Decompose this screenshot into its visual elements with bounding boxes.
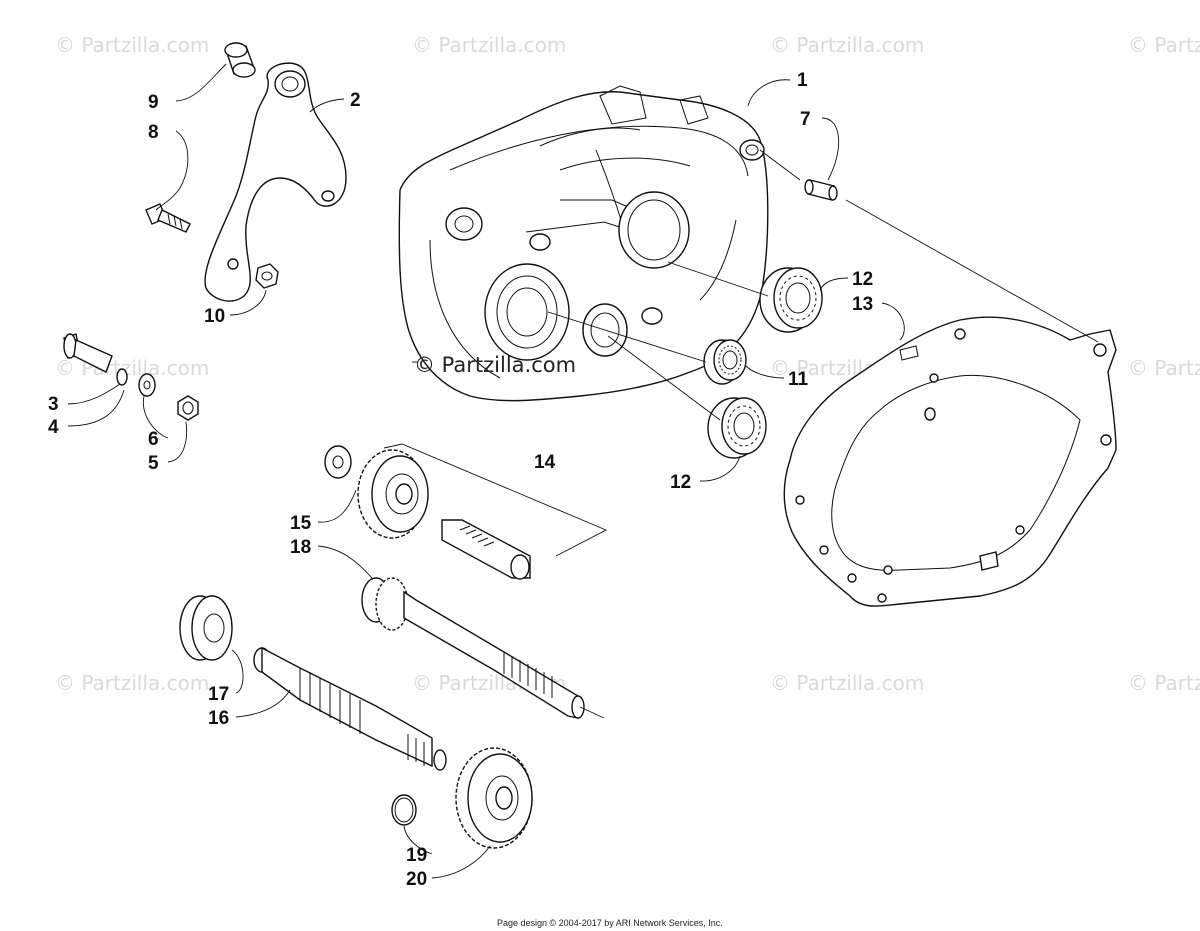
part-19-snap-ring bbox=[391, 794, 417, 826]
part-15-gear bbox=[357, 449, 429, 539]
part-2-arm-bracket bbox=[204, 62, 347, 302]
watermark: © Partzilla.com bbox=[770, 671, 924, 695]
callout-15: 15 bbox=[290, 513, 312, 534]
watermark: © Partzilla.com bbox=[55, 671, 209, 695]
callout-10: 10 bbox=[204, 306, 225, 327]
callout-12-upper: 12 bbox=[852, 269, 873, 290]
watermark: © Partzilla.com bbox=[412, 33, 566, 57]
callout-8: 8 bbox=[148, 122, 159, 143]
part-14-washer bbox=[324, 445, 352, 479]
part-12-bearing-upper bbox=[759, 267, 823, 333]
watermark: © Partzilla.com bbox=[1128, 671, 1200, 695]
part-9-bushing bbox=[224, 42, 256, 78]
part-1-transmission-case bbox=[398, 85, 769, 402]
callout-3: 3 bbox=[48, 394, 59, 415]
callout-7: 7 bbox=[800, 109, 811, 130]
part-3-pivot-bolt bbox=[63, 333, 113, 373]
callout-6: 6 bbox=[148, 429, 159, 450]
part-17-bearing bbox=[179, 595, 233, 661]
part-10-nut bbox=[255, 263, 279, 289]
watermark: © Partzilla.com bbox=[1128, 33, 1200, 57]
callout-11: 11 bbox=[788, 369, 809, 390]
part-7-dowel-pin bbox=[804, 179, 838, 201]
callout-9: 9 bbox=[148, 92, 159, 113]
callout-14: 14 bbox=[534, 452, 556, 473]
watermark: © Partzilla.com bbox=[55, 356, 209, 380]
callout-labels: 1 2 3 4 5 6 7 8 9 10 11 12 12 13 14 15 1… bbox=[48, 70, 873, 890]
part-18-shaft bbox=[361, 577, 605, 719]
part-14-bracket bbox=[383, 443, 608, 557]
callout-1: 1 bbox=[797, 70, 808, 91]
part-20-gear bbox=[455, 747, 533, 849]
callout-4: 4 bbox=[48, 417, 59, 438]
part-4-o-ring bbox=[116, 368, 128, 386]
part-14-countershaft bbox=[441, 519, 531, 580]
callout-19: 19 bbox=[406, 845, 427, 866]
part-8-bolt bbox=[145, 203, 191, 233]
callout-5: 5 bbox=[148, 453, 159, 474]
callout-16: 16 bbox=[208, 708, 229, 729]
part-11-bearing bbox=[703, 339, 747, 385]
watermark: © Partzilla.com bbox=[55, 33, 209, 57]
part-5-nut bbox=[177, 395, 199, 421]
footer-copyright: Page design © 2004-2017 by ARI Network S… bbox=[497, 918, 723, 928]
part-6-washer bbox=[138, 373, 156, 397]
callout-2: 2 bbox=[350, 90, 361, 111]
callout-13: 13 bbox=[852, 294, 873, 315]
watermark-center: © Partzilla.com bbox=[414, 353, 576, 377]
part-16-output-shaft bbox=[253, 646, 447, 771]
leader-lines bbox=[67, 63, 1099, 879]
watermark: © Partzilla.com bbox=[1128, 356, 1200, 380]
callout-18: 18 bbox=[290, 537, 311, 558]
callout-20: 20 bbox=[406, 869, 427, 890]
watermark: © Partzilla.com bbox=[770, 33, 924, 57]
callout-17: 17 bbox=[208, 684, 229, 705]
part-13-gasket bbox=[783, 316, 1117, 607]
callout-12-lower: 12 bbox=[670, 472, 691, 493]
part-12-bearing-lower bbox=[707, 397, 767, 459]
